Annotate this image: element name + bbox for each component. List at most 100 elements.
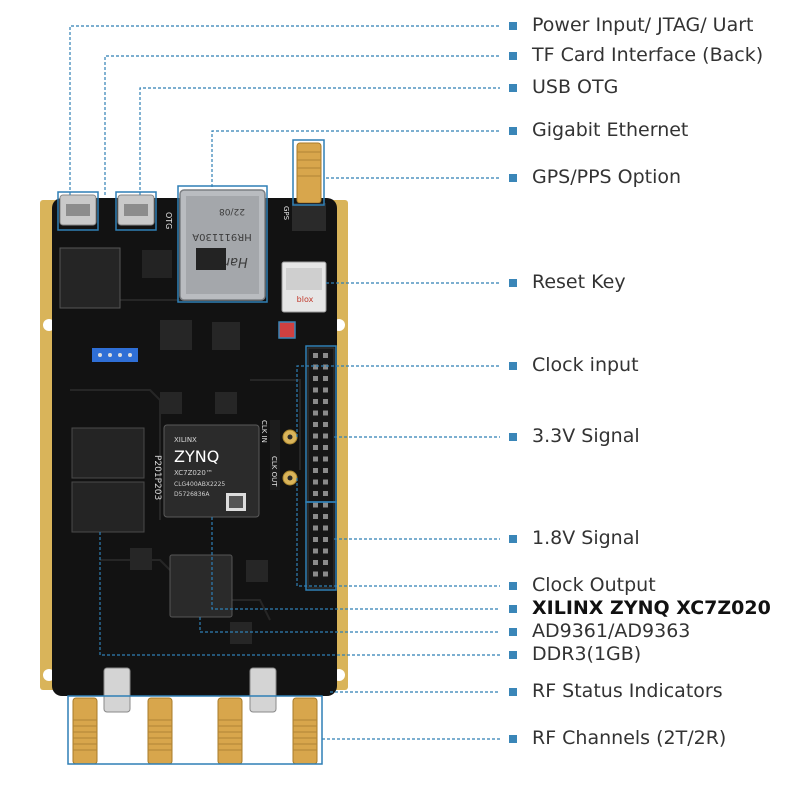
header-pin bbox=[323, 353, 328, 358]
zynq-brand: XILINX bbox=[174, 436, 197, 444]
callout-highlight-box bbox=[305, 501, 337, 591]
callout-highlight-box bbox=[292, 139, 325, 206]
header-pin bbox=[323, 468, 328, 473]
ad9361-chip bbox=[169, 554, 233, 618]
ethernet-jack-date: 22/08 bbox=[219, 206, 245, 216]
callout-highlight-box bbox=[177, 185, 268, 303]
header-pin bbox=[313, 525, 318, 531]
header-pin bbox=[313, 387, 318, 393]
callout-leader-line bbox=[211, 517, 500, 610]
rf-sma-connector bbox=[292, 697, 318, 765]
header-pin bbox=[313, 353, 318, 358]
header-pin bbox=[313, 399, 318, 404]
callout-label: Gigabit Ethernet bbox=[532, 119, 689, 141]
gps-module-brand: blox bbox=[297, 295, 314, 304]
header-pin bbox=[323, 364, 328, 370]
callout-label: TF Card Interface (Back) bbox=[532, 44, 764, 66]
header-pin bbox=[313, 445, 318, 450]
callout-bullet bbox=[509, 535, 517, 543]
jumper-header bbox=[92, 348, 138, 362]
silk-clk-in: CLK IN bbox=[260, 420, 268, 443]
callout-leader-line bbox=[104, 55, 500, 195]
callout-bullet bbox=[509, 582, 517, 590]
silk-board-name: P201P203 bbox=[152, 455, 162, 500]
callout-label: RF Channels (2T/2R) bbox=[532, 727, 727, 749]
callout-leader-line bbox=[211, 130, 500, 187]
silk-clk-out: CLK OUT bbox=[270, 456, 278, 487]
callout-bullet bbox=[509, 735, 517, 743]
header-pin bbox=[323, 548, 328, 554]
rf-sma-connector bbox=[147, 697, 173, 765]
header-pin bbox=[313, 433, 318, 439]
header-pin bbox=[313, 479, 318, 485]
zynq-lot: D5726836A bbox=[174, 491, 210, 498]
callout-bullet bbox=[509, 84, 517, 92]
header-pin bbox=[323, 514, 328, 519]
callout-leader-line bbox=[69, 25, 500, 195]
callout-bullet bbox=[509, 52, 517, 60]
header-pin bbox=[313, 560, 318, 565]
callout-label: XILINX ZYNQ XC7Z020 bbox=[532, 597, 771, 619]
header-pin bbox=[323, 560, 328, 565]
uart-bridge-chip bbox=[59, 247, 121, 309]
rf-sma-connector bbox=[217, 697, 243, 765]
header-pin bbox=[313, 537, 318, 542]
header-pin bbox=[323, 479, 328, 485]
header-pin bbox=[323, 410, 328, 416]
callout-label: AD9361/AD9363 bbox=[532, 620, 691, 642]
ethernet-jack-model: HR911130A bbox=[192, 231, 252, 242]
callout-bullet bbox=[509, 628, 517, 636]
callout-bullet bbox=[509, 362, 517, 370]
ddr3-chip-2 bbox=[71, 481, 145, 533]
header-pin bbox=[323, 491, 328, 496]
callout-bullet bbox=[509, 174, 517, 182]
header-pin bbox=[313, 364, 318, 370]
callout-label: GPS/PPS Option bbox=[532, 166, 682, 188]
rf-sma-connector bbox=[72, 697, 98, 765]
zynq-package: CLG400ABX2225 bbox=[174, 481, 225, 488]
callout-label: Power Input/ JTAG/ Uart bbox=[532, 14, 754, 36]
header-pin bbox=[323, 571, 328, 577]
rf-status-indicator-2 bbox=[249, 667, 277, 713]
callout-leader-line bbox=[296, 365, 500, 437]
callout-bullet bbox=[509, 605, 517, 613]
header-pin bbox=[313, 422, 318, 427]
header-pin bbox=[313, 502, 318, 508]
callout-leader-line bbox=[296, 478, 500, 587]
callout-label: Clock Output bbox=[532, 574, 656, 596]
header-pin bbox=[323, 399, 328, 404]
ddr3-chip-1 bbox=[71, 427, 145, 479]
header-pin bbox=[313, 456, 318, 462]
header-pin bbox=[313, 376, 318, 381]
callout-label: 1.8V Signal bbox=[532, 527, 640, 549]
header-pin bbox=[313, 514, 318, 519]
header-pin bbox=[323, 502, 328, 508]
callout-label: 3.3V Signal bbox=[532, 425, 640, 447]
reset-key bbox=[278, 321, 296, 339]
header-pin bbox=[313, 571, 318, 577]
silk-otg: OTG bbox=[164, 212, 173, 229]
callout-leader-line bbox=[139, 87, 500, 195]
header-pin bbox=[313, 548, 318, 554]
header-pin bbox=[323, 456, 328, 462]
callout-highlight-box bbox=[115, 191, 157, 231]
header-pin bbox=[313, 491, 318, 496]
header-pin bbox=[323, 537, 328, 542]
callout-label: Reset Key bbox=[532, 271, 626, 293]
callout-bullet bbox=[509, 433, 517, 441]
header-pin bbox=[323, 525, 328, 531]
callout-label: RF Status Indicators bbox=[532, 680, 723, 702]
header-pin bbox=[323, 387, 328, 393]
callout-bullet bbox=[509, 279, 517, 287]
header-pin bbox=[313, 468, 318, 473]
callout-highlight-box bbox=[67, 695, 323, 765]
header-pin bbox=[323, 445, 328, 450]
callout-bullet bbox=[509, 127, 517, 135]
header-pin bbox=[313, 410, 318, 416]
header-pin bbox=[323, 376, 328, 381]
callout-leader-line bbox=[99, 532, 500, 656]
callout-bullet bbox=[509, 688, 517, 696]
zynq-part: XC7Z020™ bbox=[174, 469, 213, 477]
